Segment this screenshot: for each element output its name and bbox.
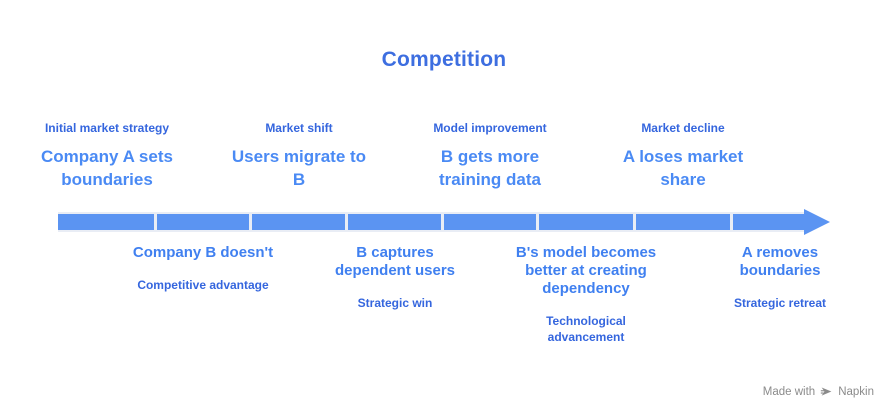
timeline-arrowhead-icon [804,209,830,235]
event-title: Company B doesn't [132,244,274,261]
watermark: Made with Napkin [763,385,874,398]
watermark-brand: Napkin [838,385,874,398]
event-title: Users migrate to B [231,147,367,189]
event-caption: Market decline [641,121,725,135]
event-title: B gets more training data [438,147,541,189]
timeline-event-above-2: Market shift Users migrate to B [224,120,374,191]
event-title: B's model becomes better at creating dep… [515,244,657,297]
timeline-event-below-2: B captures dependent users Strategic win [323,244,467,311]
event-title: Company A sets boundaries [41,147,173,189]
event-caption: Market shift [265,121,333,135]
event-title: A removes boundaries [739,244,821,279]
event-caption: Competitive advantage [137,278,269,292]
watermark-prefix: Made with [762,385,816,398]
event-caption: Model improvement [433,121,547,135]
timeline-event-below-1: Company B doesn't Competitive advantage [131,244,275,293]
event-caption: Technological advancement [546,314,626,344]
event-caption: Initial market strategy [44,121,170,135]
timeline-arrow-bar [58,212,806,232]
timeline-event-below-4: A removes boundaries Strategic retreat [708,244,852,311]
timeline-tick [441,214,444,230]
event-caption: Strategic win [357,296,433,310]
napkin-logo-icon [820,385,833,398]
diagram-title: Competition [381,48,507,71]
timeline-event-above-3: Model improvement B gets more training d… [415,120,565,191]
event-caption: Strategic retreat [733,296,827,310]
timeline-tick [249,214,252,230]
timeline-tick [345,214,348,230]
timeline-tick [154,214,157,230]
timeline-event-above-4: Market decline A loses market share [608,120,758,191]
timeline-tick [730,214,733,230]
timeline-event-above-1: Initial market strategy Company A sets b… [32,120,182,191]
event-title: B captures dependent users [334,244,456,279]
timeline-tick [536,214,539,230]
timeline-event-below-3: B's model becomes better at creating dep… [514,244,658,345]
event-title: A loses market share [622,147,744,189]
timeline-tick [633,214,636,230]
